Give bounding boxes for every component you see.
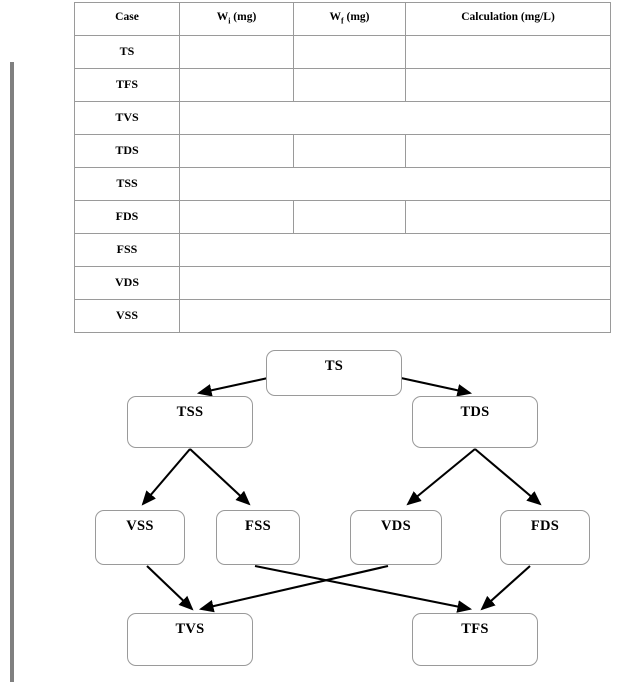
cell-case: TDS: [74, 134, 180, 169]
cell-calculation[interactable]: [405, 68, 611, 103]
flow-node-tfs[interactable]: TFS: [412, 613, 538, 666]
cell-merged[interactable]: [179, 266, 611, 301]
cell-wi[interactable]: [179, 134, 294, 169]
cell-wi[interactable]: [179, 200, 294, 235]
flow-node-tds[interactable]: TDS: [412, 396, 538, 448]
cell-wi[interactable]: [179, 68, 294, 103]
table-row: TSS: [74, 167, 611, 202]
table-row: TFS: [74, 68, 611, 103]
column-header-wf: Wf (mg): [293, 1, 406, 37]
table-row: VDS: [74, 266, 611, 301]
wi-base: W: [216, 11, 229, 23]
column-header-calculation: Calculation (mg/L): [405, 1, 611, 37]
column-header-case: Case: [74, 1, 180, 37]
flow-node-vss[interactable]: VSS: [95, 510, 185, 565]
table-row: VSS: [74, 299, 611, 334]
flow-node-label: TVS: [175, 621, 205, 637]
results-table: Case Wi (mg) Wf (mg) Calculation (mg/L) …: [74, 1, 611, 334]
flow-node-tvs[interactable]: TVS: [127, 613, 253, 666]
flow-node-tss[interactable]: TSS: [127, 396, 253, 448]
flow-node-label: VDS: [381, 518, 411, 534]
flow-node-label: TS: [324, 358, 344, 374]
table-row: FDS: [74, 200, 611, 235]
flow-node-ts[interactable]: TS: [266, 350, 402, 396]
cell-calculation[interactable]: [405, 134, 611, 169]
edge-tds-fds: [474, 448, 542, 506]
flow-node-label: TDS: [460, 404, 490, 420]
wi-subscript: i: [228, 16, 231, 26]
table-row: TVS: [74, 101, 611, 136]
cell-case: FSS: [74, 233, 180, 268]
edge-fds-tfs: [480, 565, 531, 611]
edge-ts-tds: [400, 376, 473, 397]
edge-vds-tvs: [198, 564, 389, 613]
edge-vss-tvs: [146, 565, 194, 611]
cell-case: TVS: [74, 101, 180, 136]
cell-case: TSS: [74, 167, 180, 202]
cell-calculation[interactable]: [405, 35, 611, 70]
wf-unit: (mg): [343, 11, 370, 23]
edge-ts-tss: [196, 376, 269, 397]
table-body: TS TFS TVS TDS TSS: [74, 35, 611, 334]
flow-node-label: FSS: [245, 518, 271, 534]
cell-case: TFS: [74, 68, 180, 103]
column-header-wi: Wi (mg): [179, 1, 294, 37]
flow-node-label: TFS: [461, 621, 489, 637]
wf-base: W: [329, 11, 341, 23]
flow-node-fss[interactable]: FSS: [216, 510, 300, 565]
table-row: TDS: [74, 134, 611, 169]
cell-wf[interactable]: [293, 35, 406, 70]
table-header-row: Case Wi (mg) Wf (mg) Calculation (mg/L): [74, 1, 611, 37]
flow-node-vds[interactable]: VDS: [350, 510, 442, 565]
flow-node-label: FDS: [530, 518, 560, 534]
flow-node-label: TSS: [176, 404, 204, 420]
edge-tss-fss: [189, 448, 251, 506]
cell-merged[interactable]: [179, 167, 611, 202]
wf-subscript: f: [340, 16, 344, 26]
left-margin-rule: [10, 62, 14, 682]
table-row: TS: [74, 35, 611, 70]
cell-wf[interactable]: [293, 134, 406, 169]
cell-merged[interactable]: [179, 299, 611, 334]
cell-case: VDS: [74, 266, 180, 301]
cell-case: VSS: [74, 299, 180, 334]
edge-fss-tfs: [254, 564, 473, 613]
cell-case: TS: [74, 35, 180, 70]
flow-node-label: VSS: [126, 518, 154, 534]
cell-wf[interactable]: [293, 200, 406, 235]
cell-merged[interactable]: [179, 101, 611, 136]
results-table-container: Case Wi (mg) Wf (mg) Calculation (mg/L) …: [74, 1, 611, 334]
cell-calculation[interactable]: [405, 200, 611, 235]
edge-tds-vds: [406, 448, 476, 506]
table-row: FSS: [74, 233, 611, 268]
flow-node-fds[interactable]: FDS: [500, 510, 590, 565]
cell-merged[interactable]: [179, 233, 611, 268]
cell-wf[interactable]: [293, 68, 406, 103]
edge-tss-vss: [141, 448, 191, 506]
cell-wi[interactable]: [179, 35, 294, 70]
wi-unit: (mg): [230, 11, 257, 23]
cell-case: FDS: [74, 200, 180, 235]
